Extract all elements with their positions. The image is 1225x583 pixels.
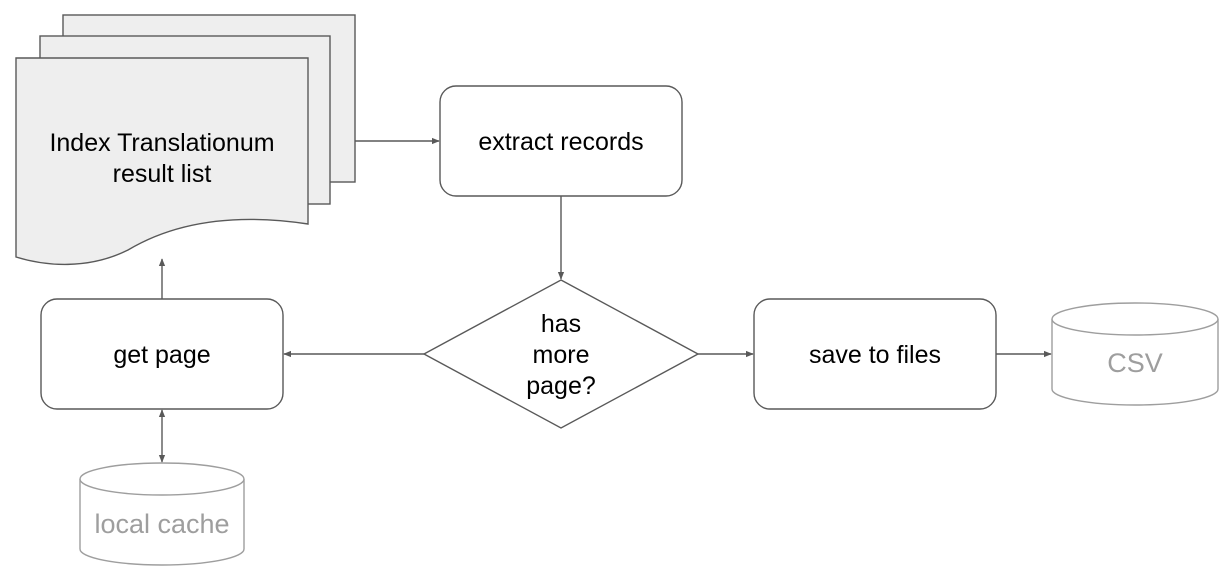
get-page-node: get page (40, 298, 284, 410)
cache-cylinder-body (79, 479, 245, 566)
decision-label-line3: page? (526, 372, 596, 400)
extract-records-label: extract records (478, 128, 643, 156)
result-list-label-line2: result list (113, 160, 212, 188)
cache-label: local cache (94, 509, 229, 539)
csv-label: CSV (1107, 348, 1163, 378)
decision-diamond (422, 279, 700, 429)
csv-cylinder-top (1051, 302, 1219, 336)
decision-label-line1: has (541, 310, 581, 338)
decision-label-line2: more (533, 341, 590, 369)
local-cache-database: local cache (79, 462, 245, 566)
save-to-files-node: save to files (753, 298, 997, 410)
csv-database: CSV (1051, 302, 1219, 406)
extract-records-node: extract records (439, 85, 683, 197)
csv-cylinder-body (1051, 319, 1219, 406)
result-list-document: Index Translationum result list (15, 14, 356, 266)
result-list-label-line1: Index Translationum (49, 129, 274, 157)
cache-cylinder-top (79, 462, 245, 496)
save-to-files-label: save to files (809, 341, 941, 369)
get-page-label: get page (113, 341, 210, 369)
has-more-page-decision: has more page? (422, 279, 700, 429)
document-front-page (15, 57, 309, 266)
